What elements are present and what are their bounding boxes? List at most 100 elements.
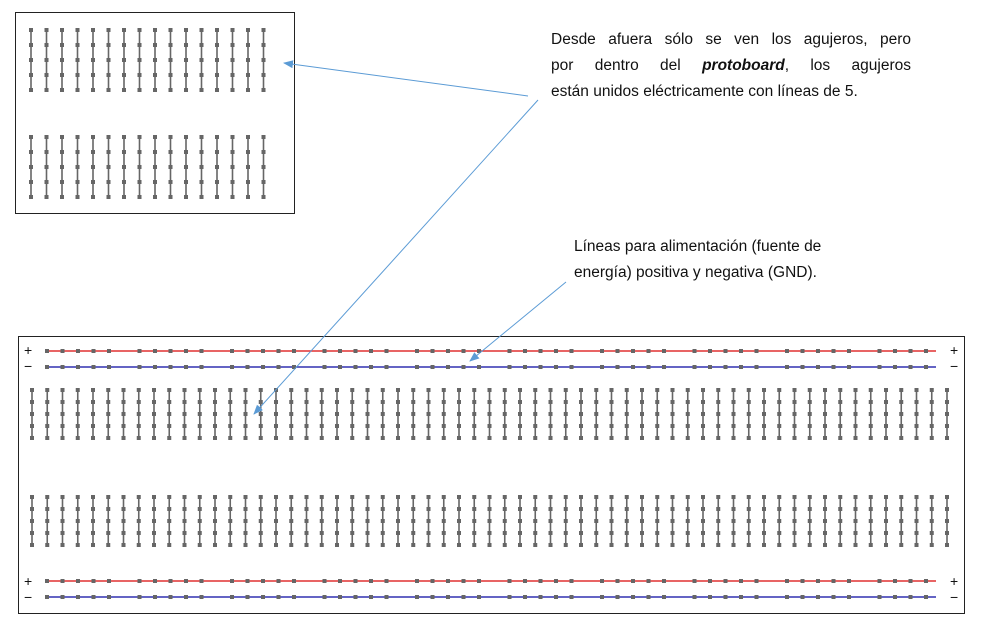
inset-bottom-hole: [106, 195, 111, 199]
rail-positive-bottom-hole: [199, 579, 204, 583]
board-top-hole: [640, 388, 644, 392]
board-top-hole: [701, 412, 705, 416]
inset-bottom-hole: [215, 180, 219, 184]
board-top-hole: [746, 412, 751, 416]
board-bottom-hole: [792, 531, 797, 535]
rail-negative-bottom-hole: [107, 595, 111, 599]
board-bottom-hole: [685, 507, 690, 511]
board-bottom-hole: [289, 519, 294, 523]
board-bottom-hole: [365, 519, 370, 523]
board-top-hole: [853, 424, 858, 428]
inset-bottom-hole: [106, 180, 111, 184]
board-bottom-hole: [365, 495, 370, 499]
board-top-hole: [182, 388, 187, 392]
inset-top-hole: [153, 28, 157, 32]
board-top-hole: [868, 388, 873, 392]
inset-bottom-hole: [153, 180, 157, 184]
rail-negative-top-hole: [137, 365, 142, 369]
inset-bottom-hole: [75, 150, 80, 154]
board-bottom-hole: [853, 507, 858, 511]
rail-negative-bottom-hole: [723, 595, 728, 599]
board-bottom-hole: [350, 507, 355, 511]
inset-bottom-hole: [137, 195, 142, 199]
inset-bottom-hole: [230, 195, 235, 199]
board-bottom-hole: [335, 507, 339, 511]
board-bottom-hole: [655, 543, 660, 547]
inset-top-hole: [91, 88, 95, 92]
board-bottom-hole: [45, 495, 50, 499]
rail-positive-bottom-hole: [816, 579, 820, 583]
board-top-hole: [487, 400, 492, 404]
board-bottom-hole: [624, 495, 629, 499]
board-top-hole: [380, 424, 385, 428]
board-bottom-hole: [823, 519, 827, 523]
inset-top-hole: [29, 88, 33, 92]
inset-bottom-hole: [261, 180, 266, 184]
rail-positive-top-hole: [184, 349, 188, 353]
board-top-hole: [899, 400, 904, 404]
board-top-hole: [274, 436, 278, 440]
rail-negative-bottom-hole: [230, 595, 234, 599]
rail-positive-bottom-hole: [708, 579, 712, 583]
rail-positive-top-hole: [153, 349, 157, 353]
board-top-hole: [121, 400, 126, 404]
rail-positive-bottom-hole: [477, 579, 481, 583]
board-top-hole: [45, 424, 50, 428]
board-bottom-hole: [274, 519, 278, 523]
board-bottom-hole: [411, 507, 416, 511]
rail-negative-top-hole: [45, 365, 49, 369]
board-top-hole: [731, 424, 736, 428]
board-top-hole: [319, 424, 324, 428]
rail-negative-top-hole: [292, 365, 296, 369]
inset-top-hole: [184, 28, 188, 32]
board-top-hole: [655, 436, 660, 440]
board-top-hole: [563, 424, 568, 428]
board-bottom-hole: [243, 519, 248, 523]
board-top-hole: [75, 424, 80, 428]
inset-top-hole: [60, 88, 64, 92]
board-top-hole: [441, 388, 446, 392]
rail-negative-top-hole: [615, 365, 620, 369]
board-top-hole: [121, 436, 126, 440]
board-top-hole: [426, 412, 431, 416]
board-bottom-hole: [274, 531, 278, 535]
board-top-hole: [716, 436, 721, 440]
rail-positive-bottom-hole: [615, 579, 620, 583]
board-top-hole: [441, 412, 446, 416]
board-top-hole: [152, 424, 156, 428]
board-top-hole: [594, 388, 599, 392]
board-bottom-hole: [762, 543, 766, 547]
board-top-hole: [472, 436, 477, 440]
inset-bottom-hole: [91, 150, 95, 154]
board-top-hole: [152, 412, 156, 416]
board-bottom-hole: [533, 543, 538, 547]
board-bottom-hole: [350, 495, 355, 499]
board-top-hole: [335, 412, 339, 416]
board-bottom-hole: [914, 495, 919, 499]
board-bottom-hole: [579, 543, 583, 547]
board-bottom-hole: [243, 507, 248, 511]
board-bottom-hole: [579, 507, 583, 511]
board-bottom-hole: [670, 531, 675, 535]
board-top-hole: [716, 388, 721, 392]
board-top-hole: [197, 424, 202, 428]
inset-bottom-hole: [60, 150, 64, 154]
inset-bottom-hole: [246, 165, 250, 169]
rail-positive-bottom-hole: [76, 579, 80, 583]
inset-top-hole: [230, 43, 235, 47]
rail-negative-top-hole: [184, 365, 188, 369]
rail-positive-bottom-hole: [230, 579, 234, 583]
board-bottom-hole: [30, 531, 34, 535]
board-top-hole: [167, 412, 172, 416]
inset-bottom-hole: [246, 195, 250, 199]
rail-negative-top-hole: [507, 365, 512, 369]
board-top-hole: [319, 388, 324, 392]
board-top-hole: [319, 436, 324, 440]
board-top-hole: [396, 412, 400, 416]
board-bottom-hole: [640, 531, 644, 535]
rail-positive-bottom-hole: [631, 579, 635, 583]
rail-negative-bottom-hole: [60, 595, 65, 599]
rail-negative-top-hole: [76, 365, 80, 369]
rail-positive-top-hole: [600, 349, 604, 353]
board-top-hole: [411, 436, 416, 440]
